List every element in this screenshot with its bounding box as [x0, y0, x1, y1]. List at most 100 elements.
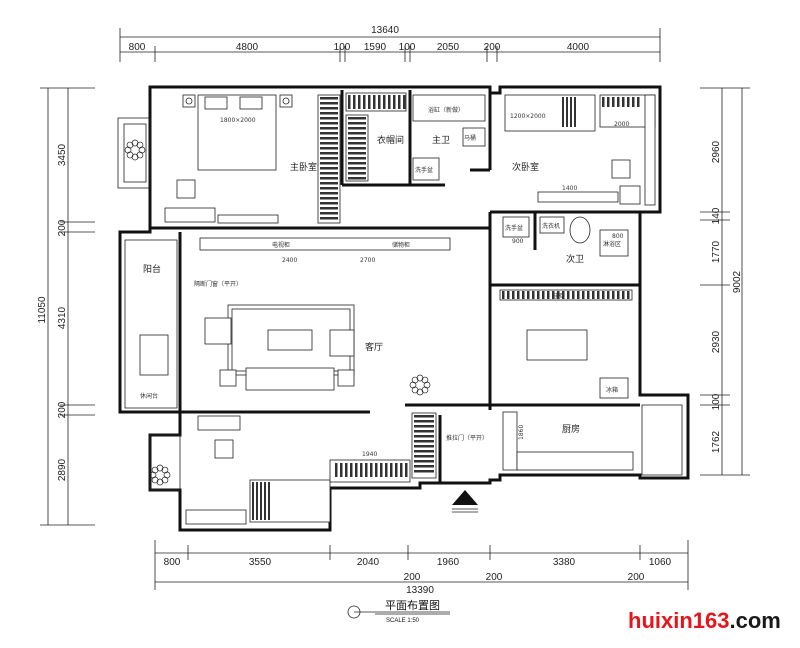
- washbasin1-label: 洗手盆: [415, 166, 433, 174]
- dim-bottom-4: 3380: [553, 557, 576, 568]
- dim-1860-label: 1860: [518, 425, 525, 440]
- dim-right-0: 2960: [711, 140, 722, 163]
- stripe: [320, 142, 338, 145]
- watermark-suffix: .com: [729, 608, 781, 633]
- master-bedroom-furniture: 1800×2000: [164, 94, 341, 224]
- washbasin2-label: 洗手盆: [505, 224, 523, 232]
- stripe: [597, 291, 600, 299]
- master-bath-fixtures: 浴缸（新做） 马桶 洗手盆: [412, 94, 486, 181]
- stripe: [567, 291, 570, 299]
- stripe: [414, 435, 434, 438]
- stripe: [348, 127, 366, 130]
- partition-door-label: 隔断门窗（平开）: [194, 280, 242, 288]
- walls: [118, 85, 690, 532]
- stripe: [414, 425, 434, 428]
- stripe: [602, 97, 605, 107]
- dim-bottom-1: 3550: [249, 557, 272, 568]
- stripe: [385, 463, 388, 477]
- stripe: [577, 291, 580, 299]
- stripe: [622, 291, 625, 299]
- stripe: [562, 97, 564, 127]
- room-master-bath: 主卫: [432, 134, 450, 146]
- bottom-dimensions: 800 3550 2040 1960 3380 1060 200 200 200…: [154, 540, 689, 596]
- stripe: [368, 95, 371, 109]
- stripe: [320, 162, 338, 165]
- entrance-arrow: [452, 490, 478, 505]
- dim-right-1: 140: [711, 207, 722, 224]
- tv-cabinet-label: 电视柜: [272, 241, 290, 249]
- room-walk-in-closet: 衣帽间: [377, 134, 404, 146]
- dim-bottom-5: 1060: [649, 557, 672, 568]
- stripe: [320, 197, 338, 200]
- sliding-door-label: 推拉门（平开）: [446, 434, 488, 442]
- room-balcony: 阳台: [143, 263, 161, 275]
- dim-bottom2-1: 200: [486, 572, 503, 583]
- plant-leaf: [136, 141, 144, 149]
- stripe: [582, 291, 585, 299]
- stripe: [370, 463, 373, 477]
- dim-left-4: 2890: [57, 458, 68, 481]
- shower-label: 淋浴区: [603, 240, 621, 248]
- stripe: [612, 291, 615, 299]
- stripe: [348, 167, 366, 170]
- dim-top-7: 4000: [567, 42, 590, 53]
- stripe: [607, 97, 610, 107]
- stripe: [320, 177, 338, 180]
- stripe: [398, 95, 401, 109]
- left-dimensions: 11050 3450 200 4310 200 2890: [37, 87, 95, 526]
- stripe: [617, 291, 620, 299]
- stripe: [414, 455, 434, 458]
- plant-decor: [124, 139, 431, 486]
- stripe: [320, 212, 338, 215]
- stripe: [348, 122, 366, 125]
- stripe: [375, 463, 378, 477]
- stripe: [320, 117, 338, 120]
- storage-label: 储物柜: [392, 241, 410, 249]
- dim-bottom2-0: 200: [404, 572, 421, 583]
- room-living-room: 客厅: [365, 341, 383, 353]
- stripe: [268, 482, 270, 520]
- stripe: [348, 95, 351, 109]
- stripe: [587, 291, 590, 299]
- drawing-scale: SCALE 1:50: [386, 618, 420, 624]
- dim-top-3: 1590: [364, 42, 387, 53]
- stripe: [320, 137, 338, 140]
- stripe: [340, 463, 343, 477]
- dim-bottom-3: 1960: [437, 557, 460, 568]
- stripe: [320, 107, 338, 110]
- stripe: [320, 157, 338, 160]
- watermark-main: huixin163: [628, 608, 730, 633]
- stripe: [390, 463, 393, 477]
- stripe: [537, 291, 540, 299]
- dim-left-total: 11050: [37, 296, 48, 324]
- stripe: [320, 202, 338, 205]
- dim-right-5: 1762: [711, 430, 722, 453]
- stripe: [348, 142, 366, 145]
- stripe: [393, 95, 396, 109]
- dim-2000-label: 2000: [614, 121, 629, 128]
- dim-right-4: 100: [711, 393, 722, 410]
- stripe: [383, 95, 386, 109]
- stripe: [320, 217, 338, 220]
- bed-master-size: 1800×2000: [220, 117, 256, 124]
- stripe: [320, 167, 338, 170]
- dim-right-3: 2930: [711, 330, 722, 353]
- stripe: [348, 162, 366, 165]
- balcony-furniture: 休闲台: [124, 239, 178, 409]
- dim-right-2: 1770: [711, 240, 722, 263]
- stripe: [607, 291, 610, 299]
- dim-2400-label: 2400: [282, 257, 297, 264]
- stripe: [512, 291, 515, 299]
- drawing-title: 平面布置图: [385, 599, 440, 612]
- dim-bottom2-2: 200: [628, 572, 645, 583]
- stripe: [348, 172, 366, 175]
- stripe: [562, 291, 565, 299]
- stripe: [320, 207, 338, 210]
- stripe: [622, 97, 625, 107]
- dim-top-1: 4800: [236, 42, 259, 53]
- stripe: [320, 192, 338, 195]
- dim-bottom-2: 2040: [357, 557, 380, 568]
- stripe: [507, 291, 510, 299]
- bed-second-size: 1200×2000: [510, 113, 546, 120]
- stripe: [345, 463, 348, 477]
